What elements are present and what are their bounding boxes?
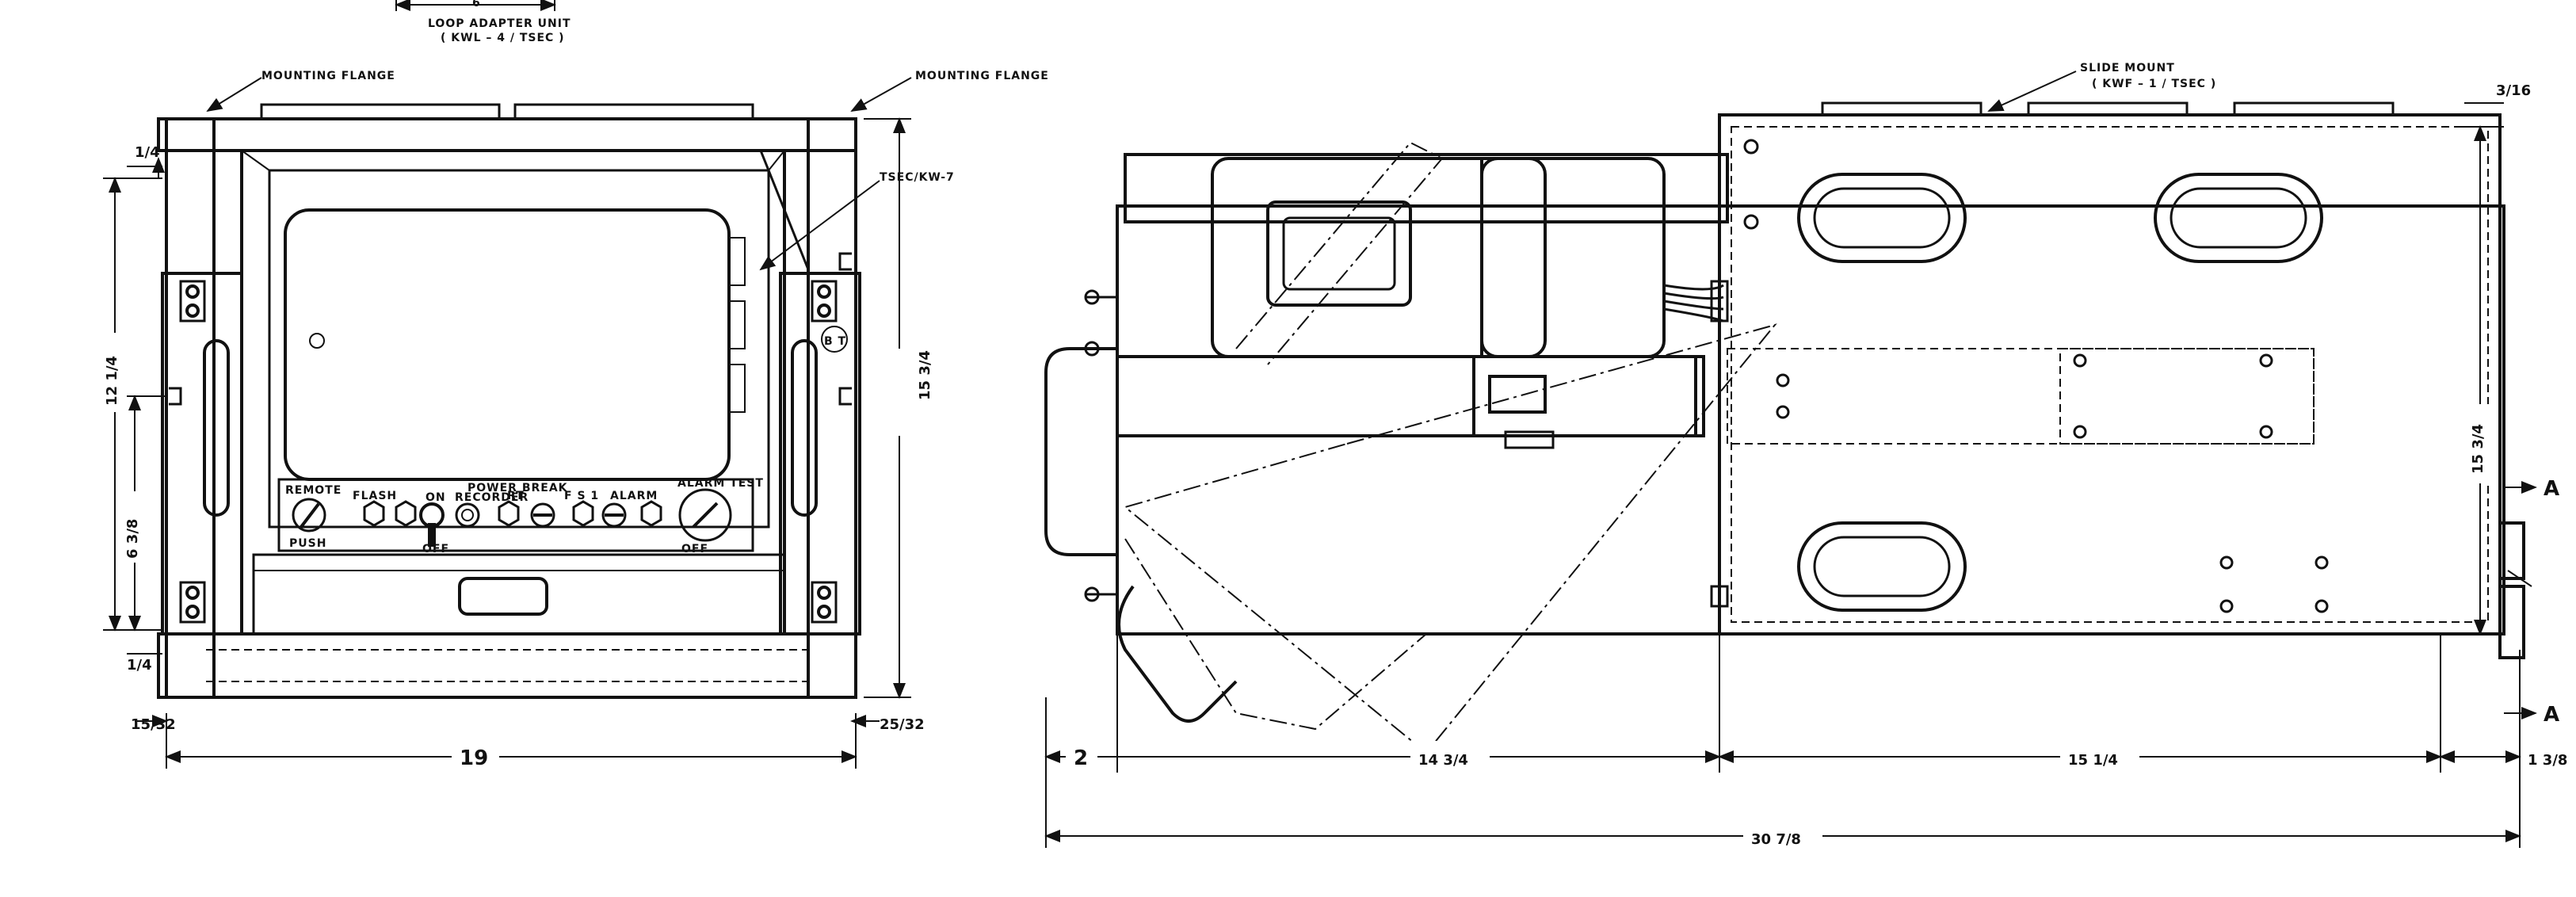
dim-side-top: 3/16 — [2496, 82, 2531, 99]
dim-flange-left: 15/32 — [131, 716, 176, 733]
panel-flash-label: FLASH — [353, 490, 397, 502]
loop-adapter-model: ( KWL – 4 / TSEC ) — [441, 32, 565, 44]
right-mounting-flange — [807, 117, 857, 699]
slide-mount-model: ( KWF – 1 / TSEC ) — [2092, 78, 2216, 90]
dim-front-top-offset: 1/4 — [135, 144, 160, 161]
section-a-top: A — [2544, 477, 2559, 501]
upper-module — [1211, 157, 1547, 358]
swing-outline — [1235, 141, 1444, 365]
top-rail — [157, 117, 857, 152]
loop-adapter-dim: 6 — [472, 0, 481, 10]
dim-side-total: 30 7/8 — [1751, 831, 1801, 848]
drawer-handle — [458, 577, 548, 616]
dim-side-middle: 14 3/4 — [1418, 752, 1468, 769]
panel-off-knob-label: OFF — [681, 543, 708, 555]
dim-front-width: 19 — [460, 746, 488, 770]
panel-remote-label: REMOTE — [285, 484, 342, 497]
dim-side-right: 15 1/4 — [2068, 752, 2118, 769]
tsec-unit-label: TSEC/KW-7 — [880, 171, 955, 184]
left-mounting-flange — [165, 117, 216, 699]
panel-power-break-label: POWER BREAK — [467, 482, 568, 494]
screw-set — [179, 280, 838, 624]
section-a-bottom: A — [2544, 703, 2559, 727]
dim-side-left: 2 — [1074, 746, 1088, 770]
panel-rt-label: RT — [507, 490, 525, 502]
slide-mount — [1718, 113, 2502, 636]
panel-alarm-label: ALARM — [610, 490, 658, 502]
panel-alarm-test-label: ALARM TEST — [677, 477, 764, 490]
dim-flange-right: 25/32 — [880, 716, 925, 733]
carry-handle — [1044, 347, 1117, 556]
screen-window — [284, 208, 731, 481]
loop-adapter-label: LOOP ADAPTER UNIT — [428, 17, 571, 30]
panel-fs-label: F S 1 — [564, 490, 599, 502]
mid-assembly — [1116, 355, 1705, 437]
panel-recorder-label: RECORDER — [455, 491, 529, 504]
dim-front-panel-height: 12 1/4 — [104, 356, 120, 406]
side-view: A A SLIDE MOUNT ( KWF – 1 / TSEC ) 2 14 … — [1044, 62, 2567, 850]
dim-side-height: 15 3/4 — [2470, 424, 2486, 474]
dim-front-lower: 6 3/8 — [124, 519, 141, 559]
slot-oval — [1797, 173, 1967, 263]
bottom-rail — [157, 632, 857, 699]
dim-side-tail: 1 3/8 — [2528, 752, 2567, 769]
loop-adapter-callout: 6 LOOP ADAPTER UNIT ( KWL – 4 / TSEC ) — [395, 0, 571, 44]
front-view: REMOTE PUSH POWER BREAK FLASH ON OFF REC… — [93, 70, 1049, 771]
panel-off-toggle-label: OFF — [422, 543, 449, 555]
dim-front-bottom-offset: 1/4 — [127, 657, 152, 674]
bt-label: B T — [824, 335, 846, 348]
side-body-outline — [1116, 204, 2505, 636]
slide-mount-label: SLIDE MOUNT — [2080, 62, 2175, 74]
mounting-flange-left-label: MOUNTING FLANGE — [261, 70, 395, 82]
panel-controls — [292, 488, 732, 547]
front-chassis — [240, 149, 786, 636]
dim-front-height: 15 3/4 — [917, 350, 933, 400]
panel-on-label: ON — [426, 491, 446, 504]
panel-push-label: PUSH — [289, 537, 326, 550]
control-panel — [277, 478, 754, 552]
mounting-flange-right-label: MOUNTING FLANGE — [915, 70, 1049, 82]
